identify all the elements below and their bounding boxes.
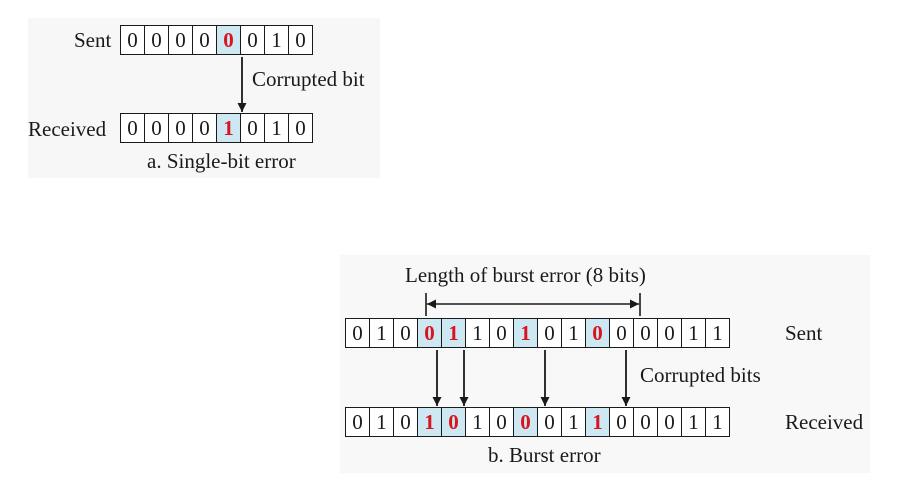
single-corrupted-label: Corrupted bit — [252, 67, 365, 91]
single-received-bit-cell: 1 — [264, 114, 288, 142]
burst-received-bit-cell: 0 — [352, 409, 363, 434]
single-received-bit-cell: 0 — [168, 114, 192, 142]
burst-sent-bit-cell: 1 — [561, 319, 585, 347]
single-sent-bit-cell: 0 — [127, 27, 138, 52]
burst-received-error-bit-cell: 1 — [417, 408, 441, 436]
burst-received-bit-cell: 0 — [393, 408, 417, 436]
burst-sent-error-bit-cell: 1 — [513, 319, 537, 347]
burst-received-error-bit-cell: 1 — [585, 408, 609, 436]
burst-sent-bit-cell: 1 — [705, 319, 729, 347]
burst-received-label: Received — [785, 410, 864, 434]
burst-sent-bit-cell: 1 — [681, 319, 705, 347]
single-received-label: Received — [28, 117, 107, 141]
burst-received-bit-cell: 1 — [465, 408, 489, 436]
burst-sent-bit-cell: 0 — [393, 319, 417, 347]
burst-sent-bit-cell: 0 — [537, 319, 561, 347]
burst-sent-bit-cell: 0 — [657, 319, 681, 347]
single-caption: a. Single-bit error — [147, 149, 296, 173]
burst-sent-bit-cell: 0 — [633, 319, 657, 347]
single-received-error-bit-cell: 1 — [216, 114, 240, 142]
single-sent-bit-cell: 0 — [240, 26, 264, 54]
burst-received-error-bit-cell: 0 — [513, 408, 537, 436]
burst-received-bit-cell: 0 — [537, 408, 561, 436]
burst-received-bit-cell: 1 — [705, 408, 729, 436]
single-sent-bit-cell: 1 — [264, 26, 288, 54]
burst-caption: b. Burst error — [488, 443, 601, 467]
single-received-bit-cell: 0 — [288, 114, 312, 142]
burst-received-bit-cell: 1 — [681, 408, 705, 436]
burst-sent-error-bit-cell: 0 — [417, 319, 441, 347]
single-received-bit-cell: 0 — [192, 114, 216, 142]
burst-sent-bit-cell: 1 — [369, 319, 393, 347]
burst-received-bit-cell: 0 — [609, 408, 633, 436]
burst-sent-bit-cell: 0 — [609, 319, 633, 347]
burst-received-error-bit-cell: 0 — [441, 408, 465, 436]
single-sent-bit-cell: 0 — [288, 26, 312, 54]
single-received-bit-cell: 0 — [127, 115, 138, 140]
burst-sent-label: Sent — [785, 321, 823, 345]
burst-received-bit-cell: 0 — [633, 408, 657, 436]
burst-sent-bit-cell: 1 — [465, 319, 489, 347]
burst-received-bit-cell: 0 — [657, 408, 681, 436]
single-sent-error-bit-cell: 0 — [216, 26, 240, 54]
burst-received-bit-cell: 1 — [561, 408, 585, 436]
single-sent-label: Sent — [74, 28, 112, 52]
single-received-bit-cell: 0 — [240, 114, 264, 142]
burst-length-label: Length of burst error (8 bits) — [405, 263, 646, 287]
burst-sent-bit-cell: 0 — [352, 320, 363, 345]
burst-sent-error-bit-cell: 0 — [585, 319, 609, 347]
single-sent-bit-cell: 0 — [168, 26, 192, 54]
single-received-bit-cell: 0 — [144, 114, 168, 142]
burst-received-bit-cell: 1 — [369, 408, 393, 436]
burst-sent-error-bit-cell: 1 — [441, 319, 465, 347]
single-sent-bit-cell: 0 — [192, 26, 216, 54]
burst-corrupted-label: Corrupted bits — [640, 363, 761, 387]
burst-sent-bit-cell: 0 — [489, 319, 513, 347]
burst-received-bit-cell: 0 — [489, 408, 513, 436]
single-sent-bit-cell: 0 — [144, 26, 168, 54]
